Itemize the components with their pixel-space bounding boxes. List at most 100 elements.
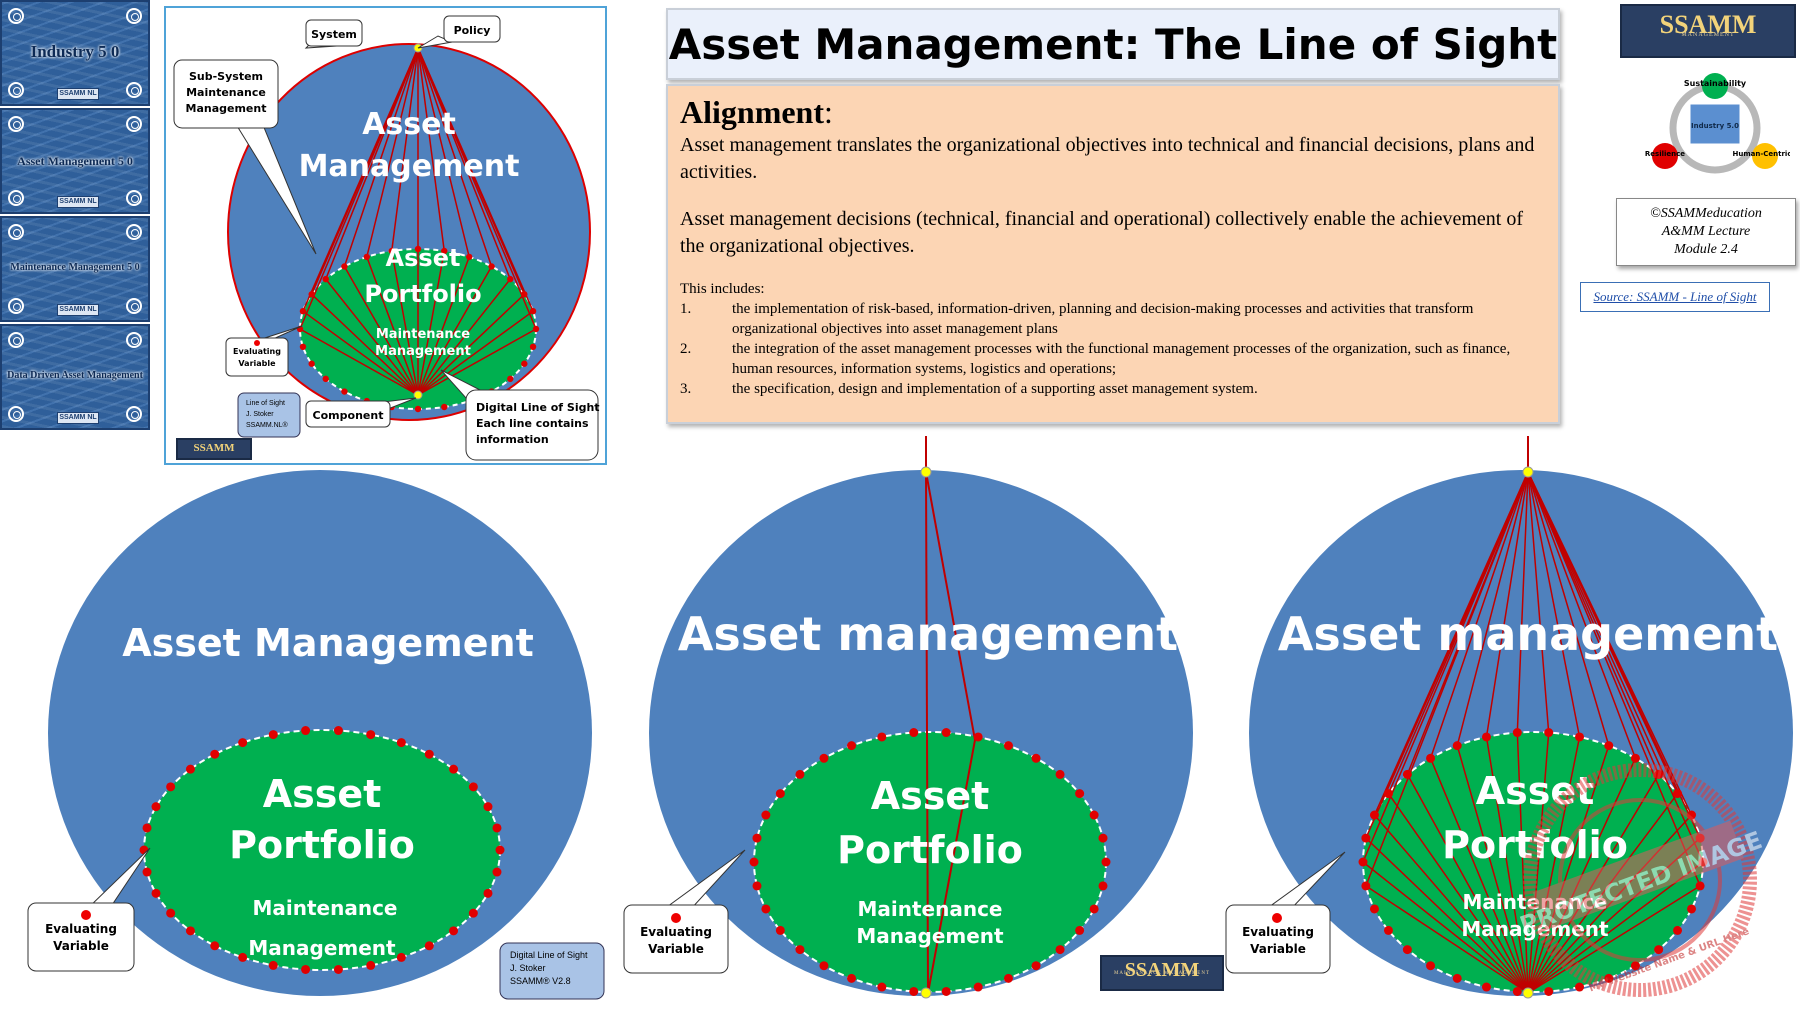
d3-sight-line [1456, 471, 1529, 746]
edu-line-1: ©SSAMMeducation [1650, 206, 1762, 221]
inset-inner-label-2: Portfolio [364, 280, 481, 308]
d1-evaluating-1: Evaluating [45, 922, 117, 936]
inset-diagram-frame: Asset Management Asset Portfolio Mainten… [164, 6, 607, 465]
edu-line-3: Module 2.4 [1674, 242, 1738, 257]
d3-sight-line [1527, 471, 1637, 759]
callout-subsystem: Sub-System Maintenance Management [173, 59, 317, 255]
callout-component: Component [305, 397, 417, 428]
d3-sight-line [1373, 814, 1529, 994]
d3-dot [1358, 857, 1368, 867]
inset-sub-label-2: Management [375, 344, 471, 359]
inset-dot [529, 307, 537, 315]
inset-sight-line [417, 293, 525, 396]
d1-dot [210, 941, 220, 951]
d2-dot [973, 982, 983, 992]
d1-sticker: Digital Line of Sight J. Stoker SSAMM® V… [499, 942, 605, 1000]
d3-dot [1426, 961, 1436, 971]
d3-sight-line [1406, 471, 1529, 775]
thumbnail-badge: SSAMM NL [57, 88, 99, 100]
inset-sight-line [417, 47, 511, 280]
thumbnail-texture [2, 218, 148, 320]
d2-dot [877, 982, 887, 992]
d3-dot [1604, 741, 1614, 751]
inset-sticker-2: J. Stoker [246, 411, 274, 418]
d3-base [1522, 987, 1534, 999]
d3-sight-line [1429, 471, 1529, 759]
d2-evaluating-1: Evaluating [640, 925, 712, 939]
d3-dot [1361, 833, 1371, 843]
d1-sticker-2: J. Stoker [510, 963, 546, 973]
d3-dot [1544, 986, 1554, 996]
d3-sight-line [1365, 885, 1529, 994]
d1-dot [366, 730, 376, 740]
d1-dot [468, 908, 478, 918]
d3-dot [1369, 904, 1379, 914]
callout-digital: Digital Line of Sight Each line contains… [440, 369, 600, 461]
d1-dot [210, 749, 220, 759]
d1-dot [142, 867, 152, 877]
openai-icon [8, 332, 24, 348]
inset-sight-line [417, 47, 470, 258]
inset-sight-line [390, 47, 419, 252]
list-item-number: 2. [680, 341, 692, 357]
d3-sight-line [1516, 732, 1529, 994]
d2-dot [1031, 961, 1041, 971]
d1-dot [301, 964, 311, 974]
d1-dot [185, 926, 195, 936]
d2-evaluating-2: Variable [648, 942, 704, 956]
d2-dot [941, 728, 951, 738]
inset-dot [532, 325, 540, 333]
d3-sight-line [1527, 471, 1581, 738]
edu-line-2: A&MM Lecture [1661, 224, 1751, 239]
source-link[interactable]: Source: SSAMM - Line of Sight [1580, 282, 1770, 312]
d1-dot [333, 964, 343, 974]
d3-dot [1402, 945, 1412, 955]
d2-apex [920, 466, 932, 478]
thumbnail-texture [2, 2, 148, 104]
d3-dot [1575, 732, 1585, 742]
d2-sight-line [925, 471, 976, 741]
d3-dot [1481, 982, 1491, 992]
thumbnail-texture [2, 326, 148, 428]
d2-dot [819, 961, 829, 971]
subsystem-label-3: Management [186, 102, 267, 115]
d3-sight-line [1485, 736, 1529, 994]
thumbnail-maintenance-management-5[interactable]: Maintenance Management 5 0 SSAMM NL [0, 216, 150, 322]
watermark-band [1532, 820, 1744, 931]
cycle-top: Sustainability [1684, 79, 1747, 88]
d3-sight-line [1429, 757, 1529, 994]
d1-dot [468, 782, 478, 792]
d2-sight-lines [925, 436, 976, 994]
d2-dot [761, 810, 771, 820]
d3-dot [1544, 728, 1554, 738]
inset-sight-line [343, 266, 419, 396]
d2-dot [1003, 741, 1013, 751]
inset-dot [414, 405, 422, 413]
callout-policy: Policy [417, 15, 501, 49]
d3-sight-line [1527, 861, 1704, 994]
inset-sight-line [302, 310, 419, 396]
openai-icon [126, 224, 142, 240]
d1-evaluating-dots [139, 726, 505, 974]
openai-icon [8, 406, 24, 422]
d3-sight-line [1527, 736, 1581, 994]
thumbnail-data-driven-asset-management[interactable]: Data Driven Asset Management SSAMM NL [0, 324, 150, 430]
d3-sight-line [1527, 471, 1550, 733]
thumbnail-label: Asset Management 5 0 [17, 154, 133, 168]
inset-sight-line [417, 47, 493, 267]
inset-sight-line [417, 328, 537, 396]
inset-sight-line [417, 266, 493, 396]
subsystem-label-2: Maintenance [186, 86, 266, 99]
d3-dot [1481, 732, 1491, 742]
thumbnail-industry-5[interactable]: Industry 5 0 SSAMM NL [0, 0, 150, 106]
thumbnail-asset-management-5[interactable]: Asset Management 5 0 SSAMM NL [0, 108, 150, 214]
d1-dot [301, 726, 311, 736]
cycle-dot-yellow [1752, 143, 1778, 169]
d3-sight-line [1456, 745, 1529, 994]
cycle-dot-green [1702, 73, 1728, 99]
openai-icon [8, 82, 24, 98]
inset-dot [363, 253, 371, 261]
d3-sight-line [1527, 471, 1704, 863]
d3-dot [1673, 789, 1683, 799]
openai-icon [8, 298, 24, 314]
